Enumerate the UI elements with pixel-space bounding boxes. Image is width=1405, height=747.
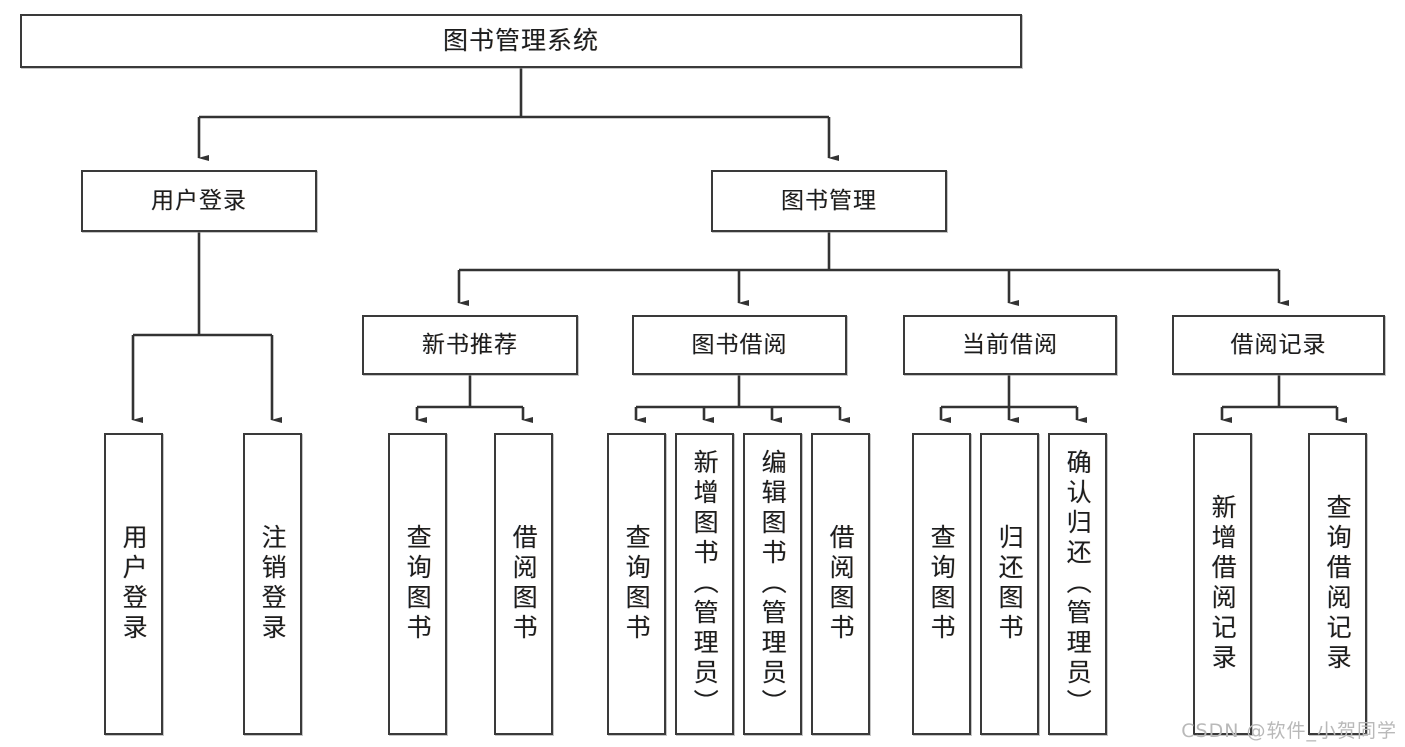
node-leaf-cur-query-label: 查询图书 bbox=[927, 524, 957, 644]
node-leaf-user-logout[interactable]: 注销登录 bbox=[243, 433, 302, 735]
node-leaf-borrow-add-label: 新增图书（管理员） bbox=[690, 449, 720, 719]
node-leaf-rec-query-label: 查询图书 bbox=[403, 524, 433, 644]
node-leaf-cur-confirm[interactable]: 确认归还（管理员） bbox=[1048, 433, 1107, 735]
node-borrow-record-label: 借阅记录 bbox=[1230, 331, 1327, 358]
node-root[interactable]: 图书管理系统 bbox=[20, 14, 1022, 68]
node-leaf-rec-borrow[interactable]: 借阅图书 bbox=[494, 433, 553, 735]
node-leaf-borrow-lend[interactable]: 借阅图书 bbox=[811, 433, 870, 735]
node-user-login[interactable]: 用户登录 bbox=[81, 170, 317, 232]
node-leaf-rec-add[interactable]: 新增借阅记录 bbox=[1193, 433, 1252, 735]
node-book-manage-label: 图书管理 bbox=[781, 187, 877, 214]
node-new-book-rec-label: 新书推荐 bbox=[422, 331, 518, 358]
node-leaf-rec-query2[interactable]: 查询借阅记录 bbox=[1308, 433, 1367, 735]
node-leaf-cur-confirm-label: 确认归还（管理员） bbox=[1063, 449, 1093, 719]
watermark: CSDN @软件_小贺同学 bbox=[1181, 720, 1397, 742]
node-leaf-borrow-query[interactable]: 查询图书 bbox=[607, 433, 666, 735]
node-book-borrow[interactable]: 图书借阅 bbox=[632, 315, 847, 375]
node-leaf-user-login-label: 用户登录 bbox=[119, 524, 149, 644]
node-book-manage[interactable]: 图书管理 bbox=[711, 170, 947, 232]
node-leaf-rec-add-label: 新增借阅记录 bbox=[1208, 494, 1238, 674]
node-new-book-rec[interactable]: 新书推荐 bbox=[362, 315, 578, 375]
node-leaf-cur-return-label: 归还图书 bbox=[995, 524, 1025, 644]
node-leaf-borrow-lend-label: 借阅图书 bbox=[826, 524, 856, 644]
node-book-borrow-label: 图书借阅 bbox=[691, 331, 788, 358]
node-leaf-rec-query[interactable]: 查询图书 bbox=[388, 433, 447, 735]
node-leaf-borrow-edit-label: 编辑图书（管理员） bbox=[758, 449, 788, 719]
node-borrow-record[interactable]: 借阅记录 bbox=[1172, 315, 1385, 375]
node-leaf-borrow-query-label: 查询图书 bbox=[622, 524, 652, 644]
node-current-borrow-label: 当前借阅 bbox=[962, 331, 1058, 358]
node-user-login-label: 用户登录 bbox=[151, 187, 247, 214]
node-leaf-cur-return[interactable]: 归还图书 bbox=[980, 433, 1039, 735]
node-leaf-cur-query[interactable]: 查询图书 bbox=[912, 433, 971, 735]
node-leaf-borrow-add[interactable]: 新增图书（管理员） bbox=[675, 433, 734, 735]
node-leaf-user-login[interactable]: 用户登录 bbox=[104, 433, 163, 735]
node-leaf-rec-borrow-label: 借阅图书 bbox=[509, 524, 539, 644]
node-current-borrow[interactable]: 当前借阅 bbox=[903, 315, 1117, 375]
node-leaf-user-logout-label: 注销登录 bbox=[258, 524, 288, 644]
node-leaf-rec-query2-label: 查询借阅记录 bbox=[1323, 494, 1353, 674]
node-root-label: 图书管理系统 bbox=[442, 26, 599, 56]
node-leaf-borrow-edit[interactable]: 编辑图书（管理员） bbox=[743, 433, 802, 735]
